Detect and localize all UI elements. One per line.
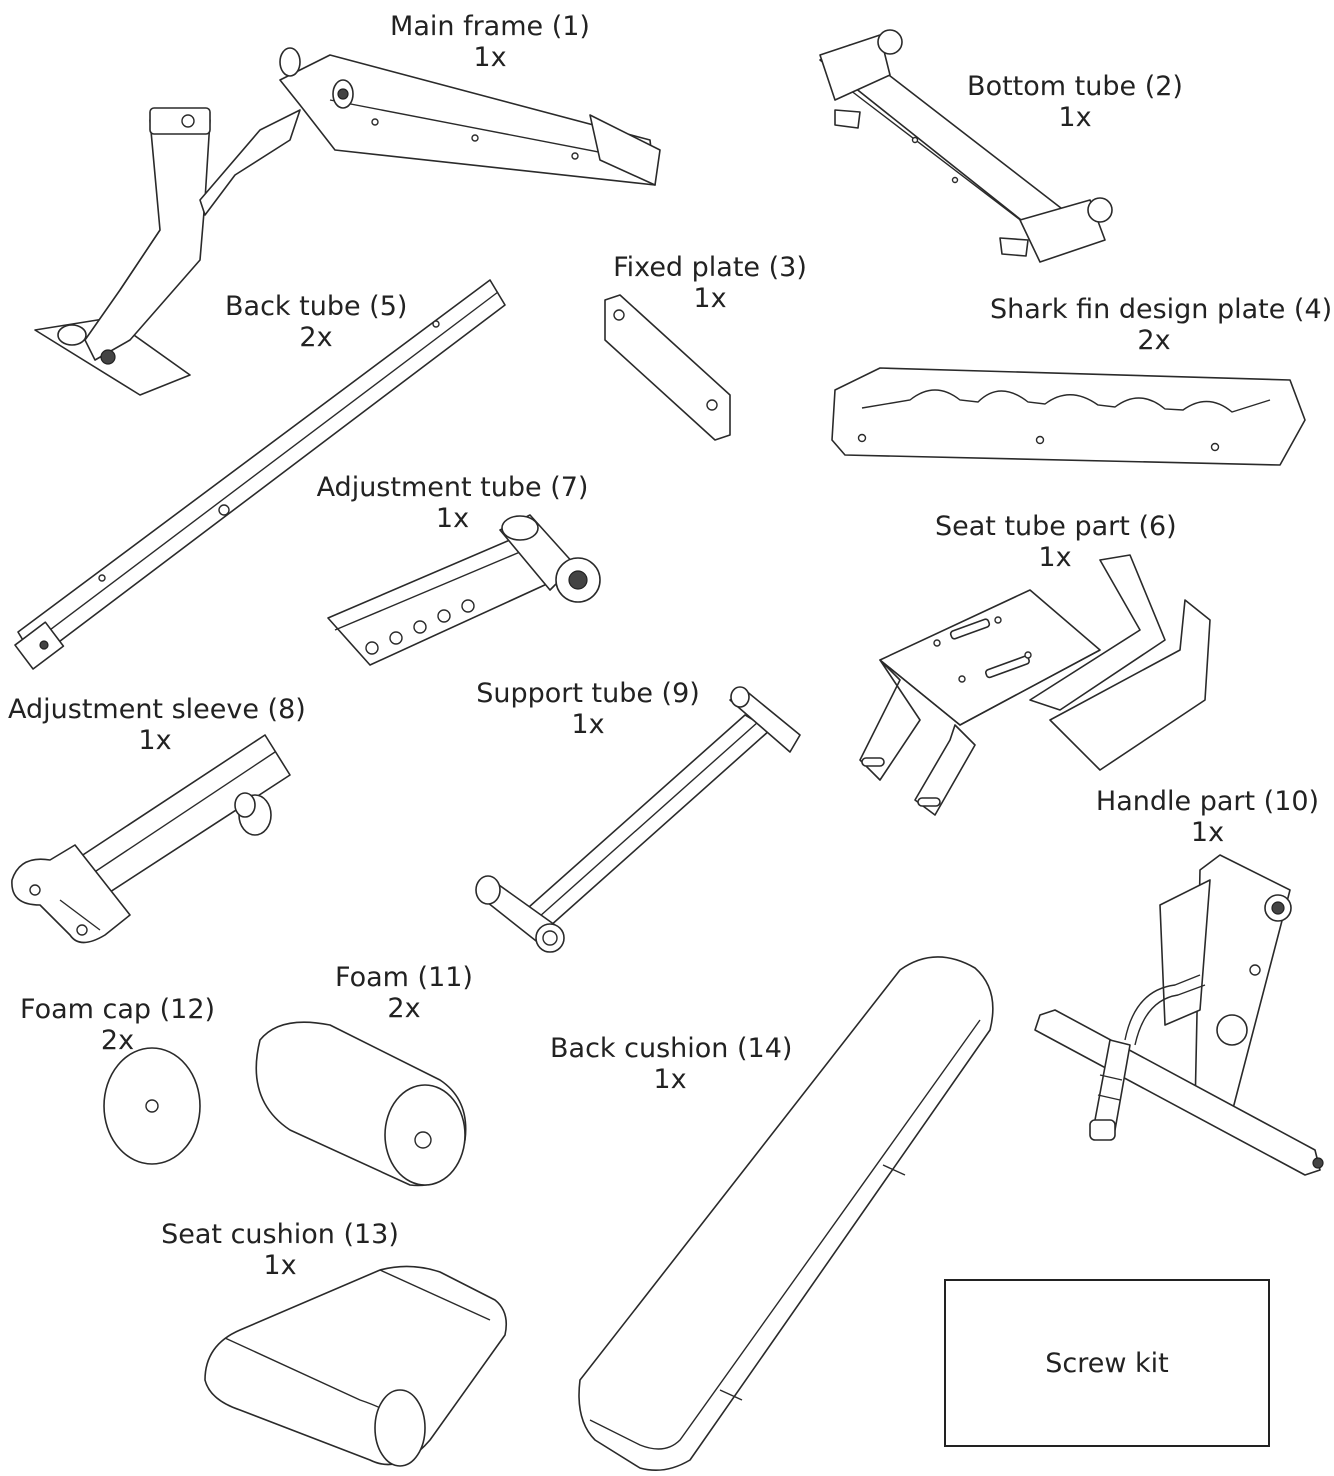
part-name: Back cushion (14) xyxy=(550,1033,793,1064)
part-qty: 1x xyxy=(693,283,727,314)
part-name: Seat cushion (13) xyxy=(161,1219,399,1250)
part-name: Main frame (1) xyxy=(390,11,590,42)
adjustment-sleeve-drawing xyxy=(11,734,291,944)
part-label-foam-cap: Foam cap (12) 2x xyxy=(20,994,215,1056)
foam-drawing xyxy=(255,1021,467,1187)
part-qty: 1x xyxy=(473,42,507,73)
part-qty: 1x xyxy=(1058,102,1092,133)
part-label-bottom-tube: Bottom tube (2) 1x xyxy=(965,71,1185,133)
part-label-main-frame: Main frame (1) 1x xyxy=(390,11,590,73)
part-qty: 1x xyxy=(263,1250,297,1281)
part-label-foam: Foam (11) 2x xyxy=(333,962,475,1024)
back-cushion-drawing xyxy=(578,956,994,1471)
screw-kit-box: Screw kit xyxy=(944,1279,1270,1447)
seat-tube-part-drawing xyxy=(859,554,1211,816)
part-qty: 2x xyxy=(299,322,333,353)
part-label-seat-tube-part: Seat tube part (6) 1x xyxy=(935,511,1177,573)
foam-cap-drawing xyxy=(103,1047,201,1165)
back-tube-drawing xyxy=(14,279,506,670)
part-label-support-tube: Support tube (9) 1x xyxy=(473,678,703,740)
main-frame-drawing xyxy=(34,47,661,396)
part-qty: 1x xyxy=(571,709,605,740)
handle-part-drawing xyxy=(1034,854,1324,1176)
seat-cushion-drawing xyxy=(204,1265,508,1467)
screw-kit-label: Screw kit xyxy=(1045,1347,1169,1379)
part-qty: 1x xyxy=(138,725,172,756)
part-name: Fixed plate (3) xyxy=(613,252,807,283)
part-qty: 1x xyxy=(435,503,470,534)
part-name: Handle part (10) xyxy=(1095,786,1320,817)
part-name: Adjustment tube (7) xyxy=(316,472,589,503)
part-name: Adjustment sleeve (8) xyxy=(8,694,306,725)
part-label-adjustment-tube: Adjustment tube (7) 1x xyxy=(315,472,590,534)
part-label-back-cushion: Back cushion (14) 1x xyxy=(550,1033,793,1095)
part-label-fixed-plate: Fixed plate (3) 1x xyxy=(605,252,815,314)
part-qty: 2x xyxy=(1137,325,1171,356)
shark-fin-plate-drawing xyxy=(831,367,1306,466)
part-qty: 1x xyxy=(1038,542,1072,573)
part-label-back-tube: Back tube (5) 2x xyxy=(225,291,407,353)
part-label-adjustment-sleeve: Adjustment sleeve (8) 1x xyxy=(8,694,306,756)
part-qty: 2x xyxy=(387,993,421,1024)
part-label-handle-part: Handle part (10) 1x xyxy=(1095,786,1320,848)
part-qty: 2x xyxy=(100,1025,135,1056)
part-name: Bottom tube (2) xyxy=(967,71,1183,102)
bottom-tube-drawing xyxy=(819,29,1113,263)
part-name: Support tube (9) xyxy=(476,678,700,709)
part-name: Seat tube part (6) xyxy=(935,511,1177,542)
part-name: Foam cap (12) xyxy=(20,994,216,1025)
support-tube-drawing xyxy=(475,686,801,953)
fixed-plate-drawing xyxy=(604,294,731,441)
part-name: Foam (11) xyxy=(335,962,473,993)
part-name: Shark fin design plate (4) xyxy=(990,294,1333,325)
part-qty: 1x xyxy=(653,1064,687,1095)
part-name: Back tube (5) xyxy=(225,291,408,322)
part-label-seat-cushion: Seat cushion (13) 1x xyxy=(160,1219,400,1281)
part-qty: 1x xyxy=(1190,817,1225,848)
adjustment-tube-drawing xyxy=(327,514,601,666)
part-label-shark-fin-plate: Shark fin design plate (4) 2x xyxy=(990,294,1332,356)
